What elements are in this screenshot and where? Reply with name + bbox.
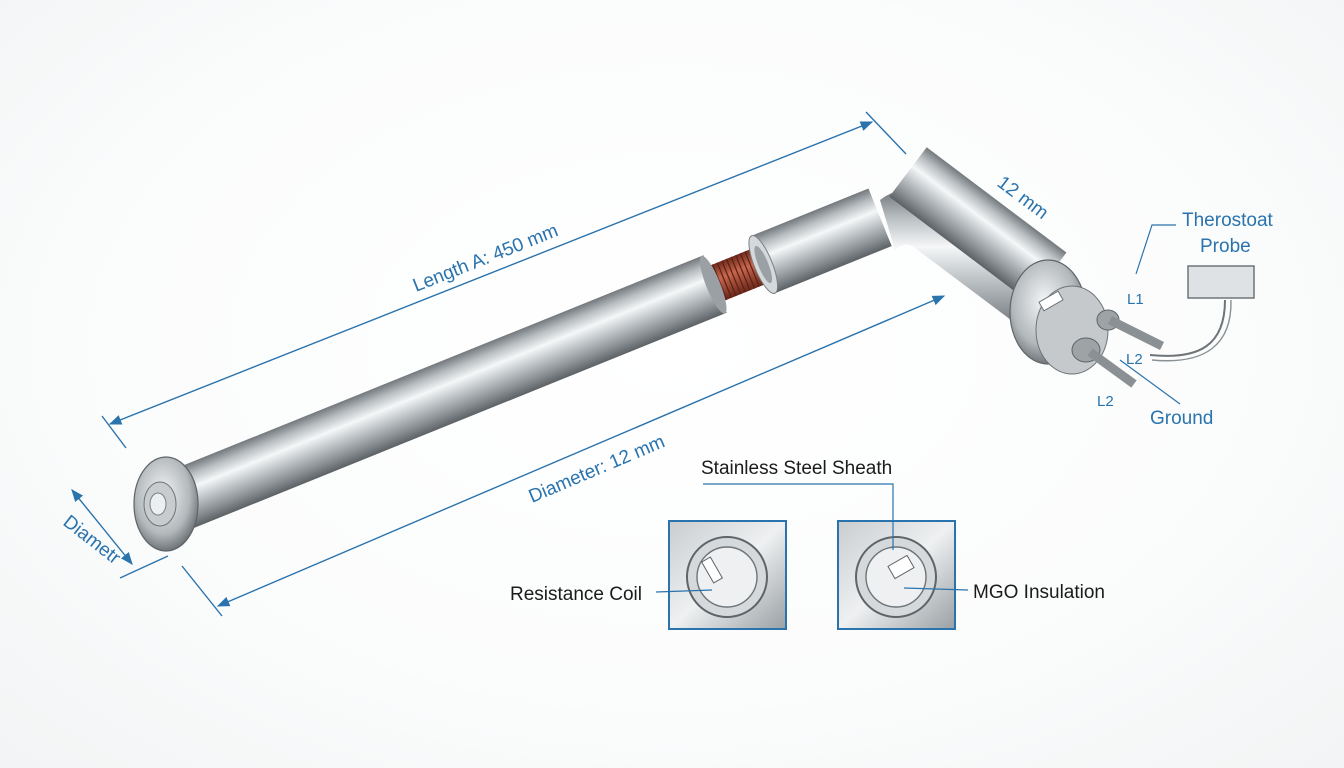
- ground-label: Ground: [1150, 408, 1213, 429]
- terminal-studs: [1087, 315, 1165, 388]
- end-diameter-extension: [119, 555, 169, 579]
- insulation-leader: [903, 587, 969, 591]
- terminal-l2-inner-label: L2: [1126, 351, 1143, 368]
- heater-tube: [133, 147, 1255, 552]
- length-label: Length A: 450 mm: [410, 220, 561, 296]
- insulation-label: MGO Insulation: [973, 582, 1105, 603]
- cross-section-right: [837, 520, 956, 630]
- diameter-dimension-line: [216, 295, 946, 607]
- diameter-label: Diameter: 12 mm: [526, 431, 668, 507]
- probe-wire: [1149, 299, 1226, 357]
- cross-section-left: [668, 520, 787, 630]
- ground-leader: [1119, 359, 1181, 405]
- thermostat-probe-box: [1187, 265, 1255, 299]
- diameter-extension-left: [181, 565, 223, 617]
- terminal-l1-label: L1: [1127, 291, 1144, 308]
- tube-second-section: [749, 188, 892, 294]
- coil-leader: [655, 589, 713, 593]
- coil-label: Resistance Coil: [510, 584, 642, 605]
- thermostat-leader: [1135, 224, 1176, 275]
- tube-break-edge-left: [699, 255, 727, 314]
- sheath-leader: [703, 483, 894, 550]
- thermostat-label-line2: Probe: [1200, 236, 1251, 257]
- leader-lines: [655, 224, 1181, 593]
- end-diameter-label: Diametr: [59, 511, 125, 569]
- tube-main-section: [156, 255, 727, 534]
- terminal-l2-outer-label: L2: [1097, 393, 1114, 410]
- dimension-lines: [71, 111, 946, 617]
- end-cap: [133, 456, 199, 552]
- length-extension-right: [865, 111, 907, 155]
- tube-angled-section: [889, 147, 1067, 303]
- thermostat-label-line1: Therostoat: [1182, 210, 1274, 231]
- length-extension-left: [101, 415, 127, 449]
- end-diameter-dimension-line: [71, 489, 133, 565]
- sheath-label: Stainless Steel Sheath: [701, 458, 892, 479]
